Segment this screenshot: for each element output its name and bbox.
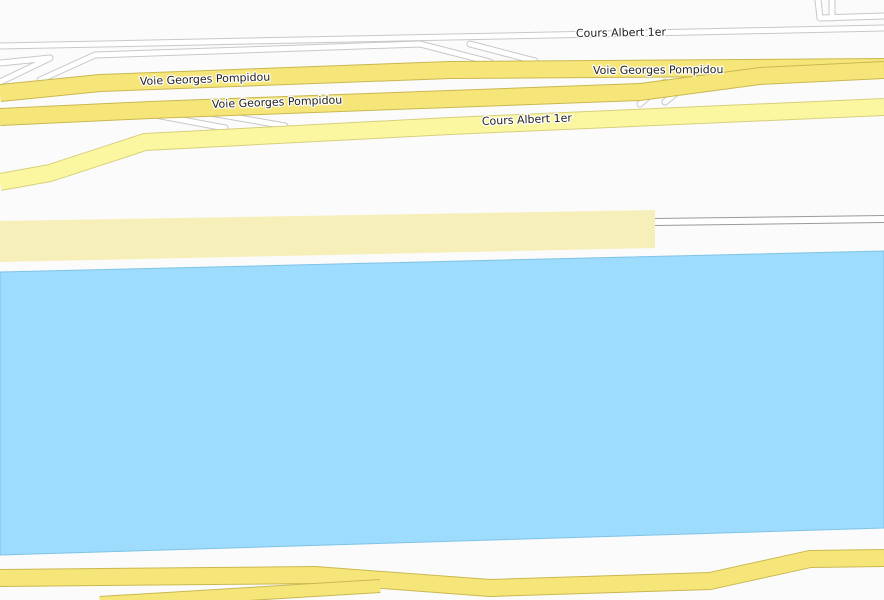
label-cours-albert-lower: Cours Albert 1er xyxy=(482,111,573,128)
minor-road-top-right xyxy=(815,0,884,21)
primary-road-upper-fill xyxy=(0,59,884,101)
label-cours-albert-top: Cours Albert 1er xyxy=(576,26,667,40)
primary-road-bottom-branch-fill xyxy=(99,580,381,600)
pedestrian-area xyxy=(0,210,655,262)
minor-road-cours-albert-top xyxy=(0,25,884,49)
road-labels: Cours Albert 1er Voie Georges Pompidou V… xyxy=(138,24,724,129)
minor-road-branch-mid xyxy=(467,41,538,64)
minor-road-branch-left2 xyxy=(37,41,493,83)
footpath xyxy=(651,216,884,225)
primary-roads xyxy=(0,58,884,600)
label-voie-pompidou-upper-left: Voie Georges Pompidou xyxy=(140,70,271,88)
primary-road-lower-fill xyxy=(0,62,884,125)
river-water xyxy=(0,250,884,556)
minor-road-branch-left xyxy=(0,55,53,85)
secondary-road-cours-albert xyxy=(0,98,884,191)
label-voie-pompidou-lower: Voie Georges Pompidou xyxy=(212,93,343,111)
primary-road-bottom-fill xyxy=(0,550,884,596)
minor-roads xyxy=(0,0,884,226)
secondary-road-fill xyxy=(0,99,884,190)
label-voie-pompidou-upper-right: Voie Georges Pompidou xyxy=(593,63,724,77)
